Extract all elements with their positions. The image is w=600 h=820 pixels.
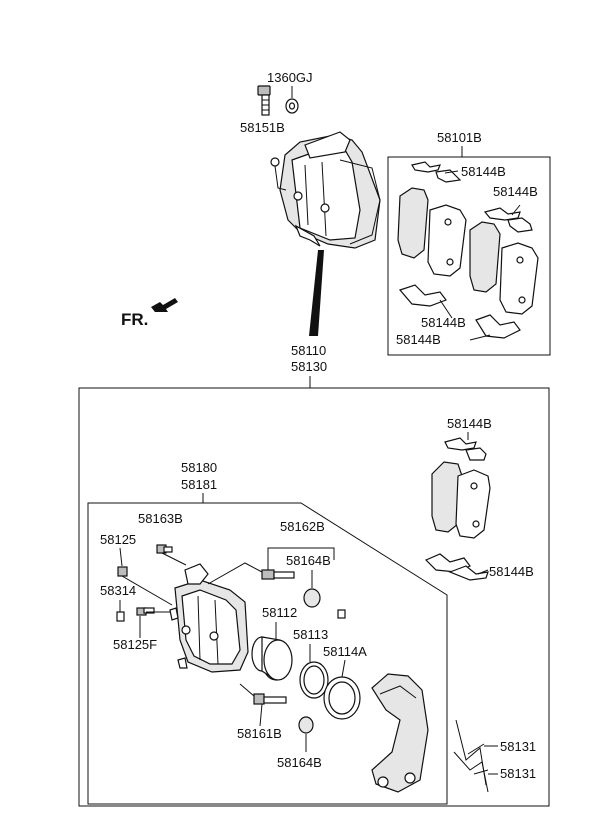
pad-kit-parts bbox=[397, 146, 539, 341]
label-58144b-kit-a: 58144B bbox=[461, 164, 506, 179]
label-58144b-kit-c: 58144B bbox=[421, 315, 466, 330]
label-58164b-bottom: 58164B bbox=[277, 755, 322, 770]
label-58151b: 58151B bbox=[240, 120, 285, 135]
label-58164b-top: 58164B bbox=[286, 553, 331, 568]
label-58114a: 58114A bbox=[323, 644, 367, 659]
label-58144b-mid-b: 58144B bbox=[489, 564, 534, 579]
bolt-58151b bbox=[257, 85, 271, 116]
label-58180: 58180 bbox=[181, 460, 217, 475]
bleeder-screw-parts bbox=[116, 544, 187, 622]
caliper-bracket bbox=[371, 673, 429, 793]
caliper-assembly-top bbox=[270, 131, 381, 249]
label-58181: 58181 bbox=[181, 477, 217, 492]
label-58110: 58110 bbox=[291, 343, 326, 358]
caliper-assembly-frame bbox=[78, 387, 550, 807]
label-front-direction: FR. bbox=[121, 310, 148, 329]
label-58144b-kit-b: 58144B bbox=[493, 184, 538, 199]
caliper-body bbox=[169, 563, 249, 673]
front-direction-arrow-icon bbox=[151, 298, 178, 312]
label-58112: 58112 bbox=[262, 605, 297, 620]
label-58125: 58125 bbox=[100, 532, 136, 547]
pad-kit-frame bbox=[387, 156, 551, 356]
label-58162b: 58162B bbox=[280, 519, 325, 534]
piston-and-seals bbox=[251, 636, 361, 720]
leader-wedge bbox=[309, 250, 324, 336]
anti-rattle-springs bbox=[453, 719, 489, 793]
label-58131-b: 58131 bbox=[500, 766, 536, 781]
label-1360gj: 1360GJ bbox=[267, 70, 313, 85]
label-58161b: 58161B bbox=[237, 726, 282, 741]
label-58144b-mid-a: 58144B bbox=[447, 416, 492, 431]
guide-pin-parts bbox=[207, 547, 346, 734]
label-58144b-kit-d: 58144B bbox=[396, 332, 441, 347]
label-58131-a: 58131 bbox=[500, 739, 536, 754]
label-58314: 58314 bbox=[100, 583, 136, 598]
label-58130: 58130 bbox=[291, 359, 327, 374]
washer-1360gj bbox=[285, 98, 299, 114]
caliper-housing-frame bbox=[87, 502, 448, 805]
replacement-pads bbox=[424, 432, 491, 581]
label-58113: 58113 bbox=[293, 627, 328, 642]
label-58163b: 58163B bbox=[138, 511, 183, 526]
label-58101b: 58101B bbox=[437, 130, 482, 145]
label-58125f: 58125F bbox=[113, 637, 157, 652]
